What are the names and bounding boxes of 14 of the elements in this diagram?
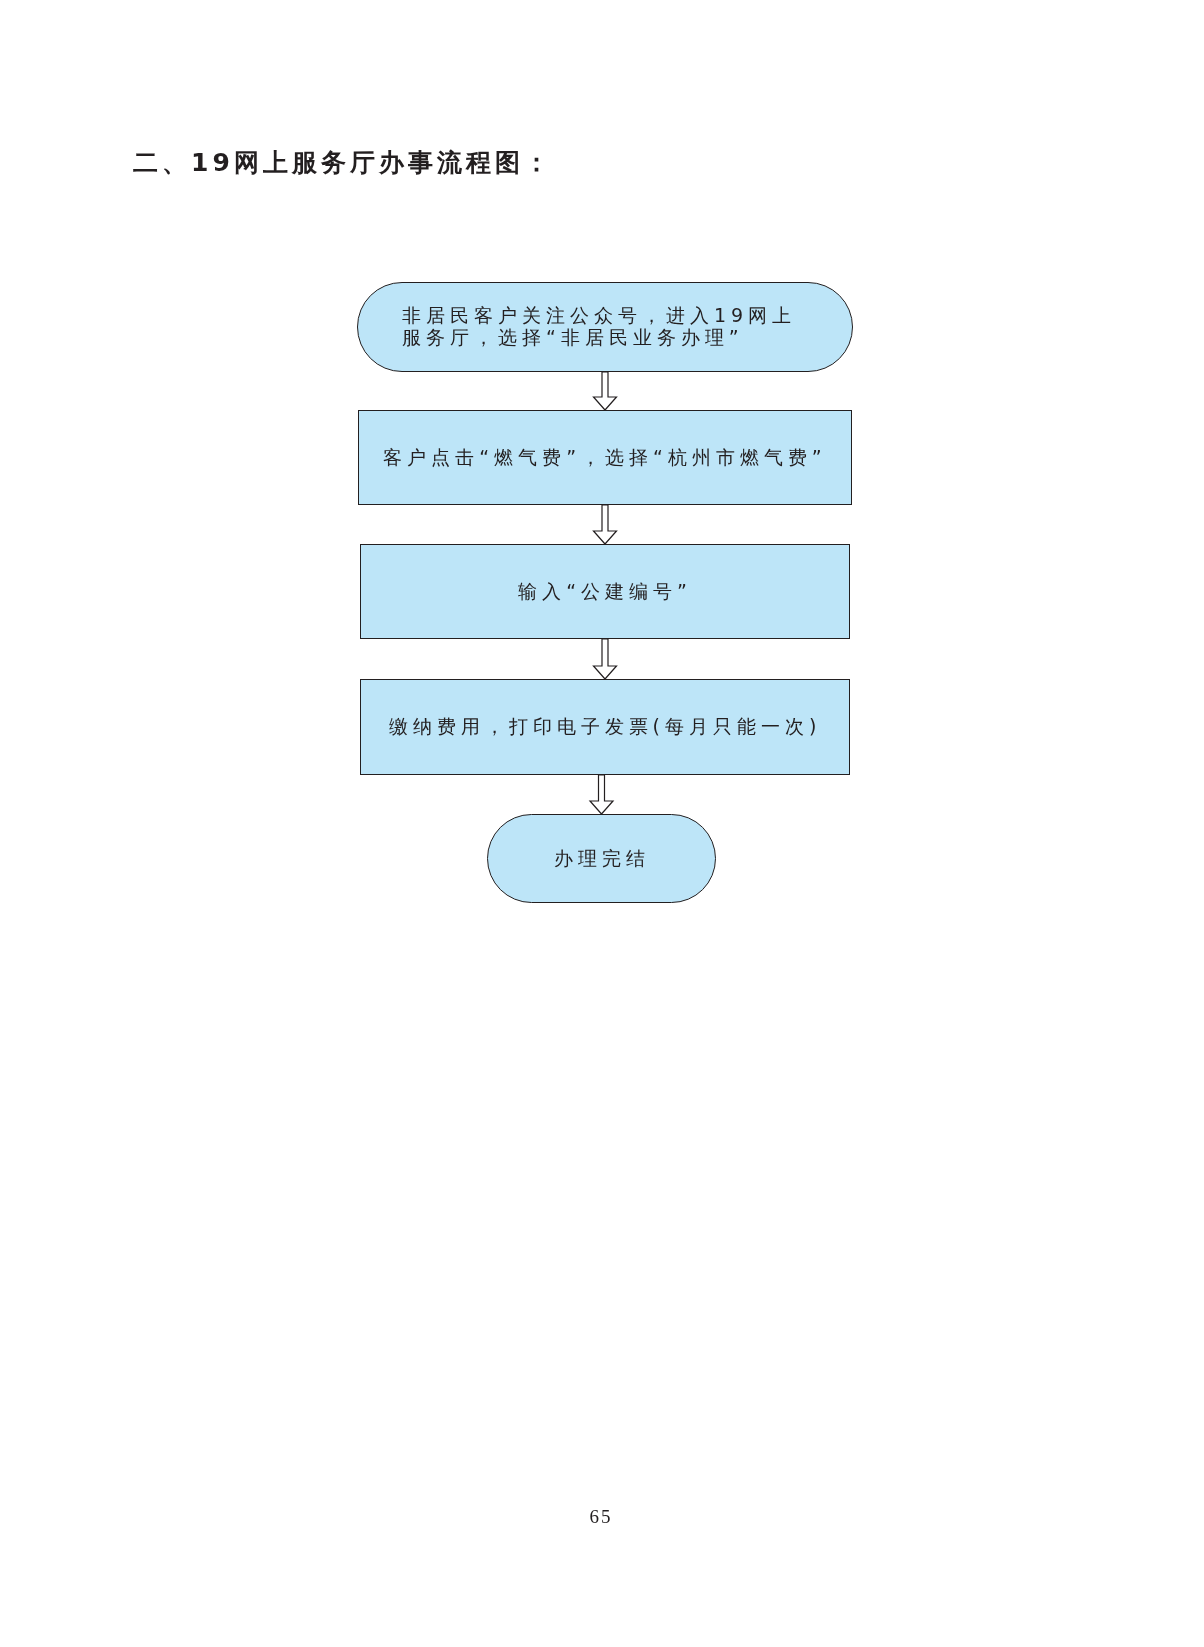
page-title: 二、19网上服务厅办事流程图：: [133, 147, 553, 179]
block-arrow: [588, 774, 615, 815]
process-box: [358, 410, 852, 505]
step-text: 非居民客户关注公众号，进入19网上服务厅，选择“非居民业务办理”: [402, 305, 798, 349]
block-arrow: [592, 638, 618, 680]
block-arrow: [592, 371, 618, 411]
step-text: 客户点击“燃气费”，选择“杭州市燃气费”: [383, 446, 827, 469]
step-text: 缴纳费用，打印电子发票(每月只能一次): [388, 716, 822, 738]
process-box: [360, 544, 850, 639]
step-text: 输入“公建编号”: [518, 580, 692, 603]
process-box: [360, 679, 850, 775]
step-text: 办理完结: [553, 847, 650, 870]
block-arrow: [592, 504, 618, 545]
page-number: 65: [589, 1506, 613, 1528]
